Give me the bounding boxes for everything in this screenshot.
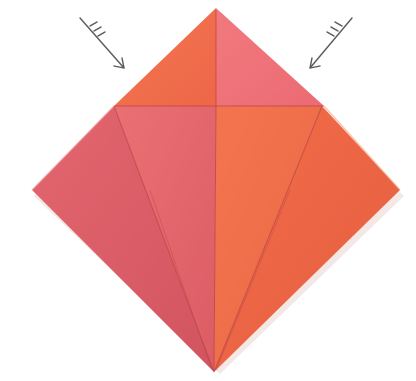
top-left-triangle (114, 8, 216, 106)
fold-direction-arrow-icon (310, 18, 352, 68)
fold-direction-arrow-icon (80, 18, 124, 68)
top-right-triangle (216, 8, 324, 106)
